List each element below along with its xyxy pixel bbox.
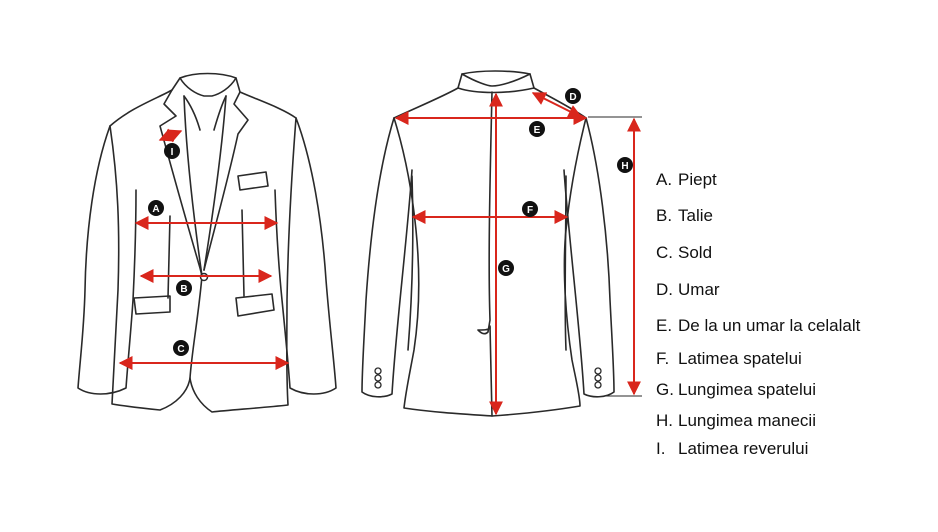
badge-e: E bbox=[529, 121, 545, 137]
back-right-side-seam bbox=[564, 175, 567, 351]
legend-letter: I. bbox=[656, 439, 666, 458]
back-right-sleeve bbox=[563, 117, 615, 398]
legend-item-f: F. Latimea spatelui bbox=[656, 349, 802, 369]
legend-label: Latimea reverului bbox=[678, 439, 809, 458]
legend-item-b: B. Talie bbox=[656, 206, 713, 226]
legend-item-i: I. Latimea reverului bbox=[656, 439, 808, 459]
back-left-sleeve-buttons bbox=[374, 367, 382, 389]
front-left-pocket bbox=[133, 295, 171, 315]
badge-b: B bbox=[176, 280, 192, 296]
front-left-lapel-inner bbox=[183, 95, 203, 277]
svg-text:D: D bbox=[569, 92, 576, 103]
svg-text:C: C bbox=[177, 344, 184, 355]
front-right-lapel-inner bbox=[203, 95, 227, 271]
legend-item-h: H. Lungimea manecii bbox=[656, 411, 816, 431]
svg-text:E: E bbox=[534, 125, 541, 136]
svg-text:F: F bbox=[527, 205, 533, 216]
legend-label: De la un umar la celalalt bbox=[678, 316, 861, 335]
legend-label: Latimea spatelui bbox=[678, 349, 802, 368]
measure-h-sleeve-length bbox=[588, 116, 642, 397]
front-collar bbox=[179, 77, 237, 97]
badge-c: C bbox=[173, 340, 189, 356]
badge-i: I bbox=[164, 143, 180, 159]
legend-letter: H. bbox=[656, 411, 673, 430]
legend-letter: E. bbox=[656, 316, 673, 335]
front-collar-back bbox=[183, 95, 227, 131]
legend-label: Lungimea manecii bbox=[678, 411, 816, 430]
badge-a: A bbox=[148, 200, 164, 216]
legend-label: Umar bbox=[678, 280, 720, 299]
legend-letter: A. bbox=[656, 170, 673, 189]
back-right-sleeve-buttons bbox=[594, 367, 602, 389]
jacket-back-view bbox=[361, 70, 615, 417]
back-vent bbox=[489, 325, 493, 417]
front-left-sleeve bbox=[77, 125, 137, 395]
legend-label: Lungimea spatelui bbox=[678, 380, 816, 399]
badge-h: H bbox=[617, 157, 633, 173]
legend-item-d: D. Umar bbox=[656, 280, 720, 300]
svg-text:A: A bbox=[152, 204, 159, 215]
back-left-sleeve bbox=[361, 117, 413, 398]
legend-item-e: E. De la un umar la celalalt bbox=[656, 316, 860, 336]
legend-letter: C. bbox=[656, 243, 673, 262]
badge-g: G bbox=[498, 260, 514, 276]
legend-label: Sold bbox=[678, 243, 713, 262]
front-left-lapel bbox=[159, 89, 203, 277]
badge-d: D bbox=[565, 88, 581, 104]
svg-text:G: G bbox=[502, 264, 510, 275]
front-right-lapel bbox=[203, 91, 249, 271]
back-left-side-seam bbox=[407, 175, 414, 351]
legend-item-g: G.Lungimea spatelui bbox=[656, 380, 816, 400]
svg-text:B: B bbox=[180, 284, 187, 295]
front-left-dart bbox=[167, 215, 171, 299]
legend-label: Talie bbox=[678, 206, 713, 225]
front-breast-pocket bbox=[237, 171, 269, 191]
measure-i-lapel-width bbox=[158, 128, 183, 143]
front-right-pocket bbox=[235, 293, 275, 317]
badge-f: F bbox=[522, 201, 538, 217]
front-body-outline bbox=[109, 72, 297, 413]
legend-item-a: A. Piept bbox=[656, 170, 717, 190]
front-right-sleeve bbox=[274, 117, 337, 395]
svg-text:H: H bbox=[621, 161, 628, 172]
legend-letter: G. bbox=[656, 380, 674, 399]
legend-letter: B. bbox=[656, 206, 673, 225]
jacket-front-view bbox=[77, 72, 337, 413]
legend-letter: F. bbox=[656, 349, 670, 368]
svg-text:I: I bbox=[171, 147, 174, 158]
legend-item-c: C. Sold bbox=[656, 243, 712, 263]
back-collar bbox=[457, 73, 535, 94]
legend-letter: D. bbox=[656, 280, 673, 299]
back-center-seam bbox=[477, 91, 493, 335]
legend-label: Piept bbox=[678, 170, 717, 189]
